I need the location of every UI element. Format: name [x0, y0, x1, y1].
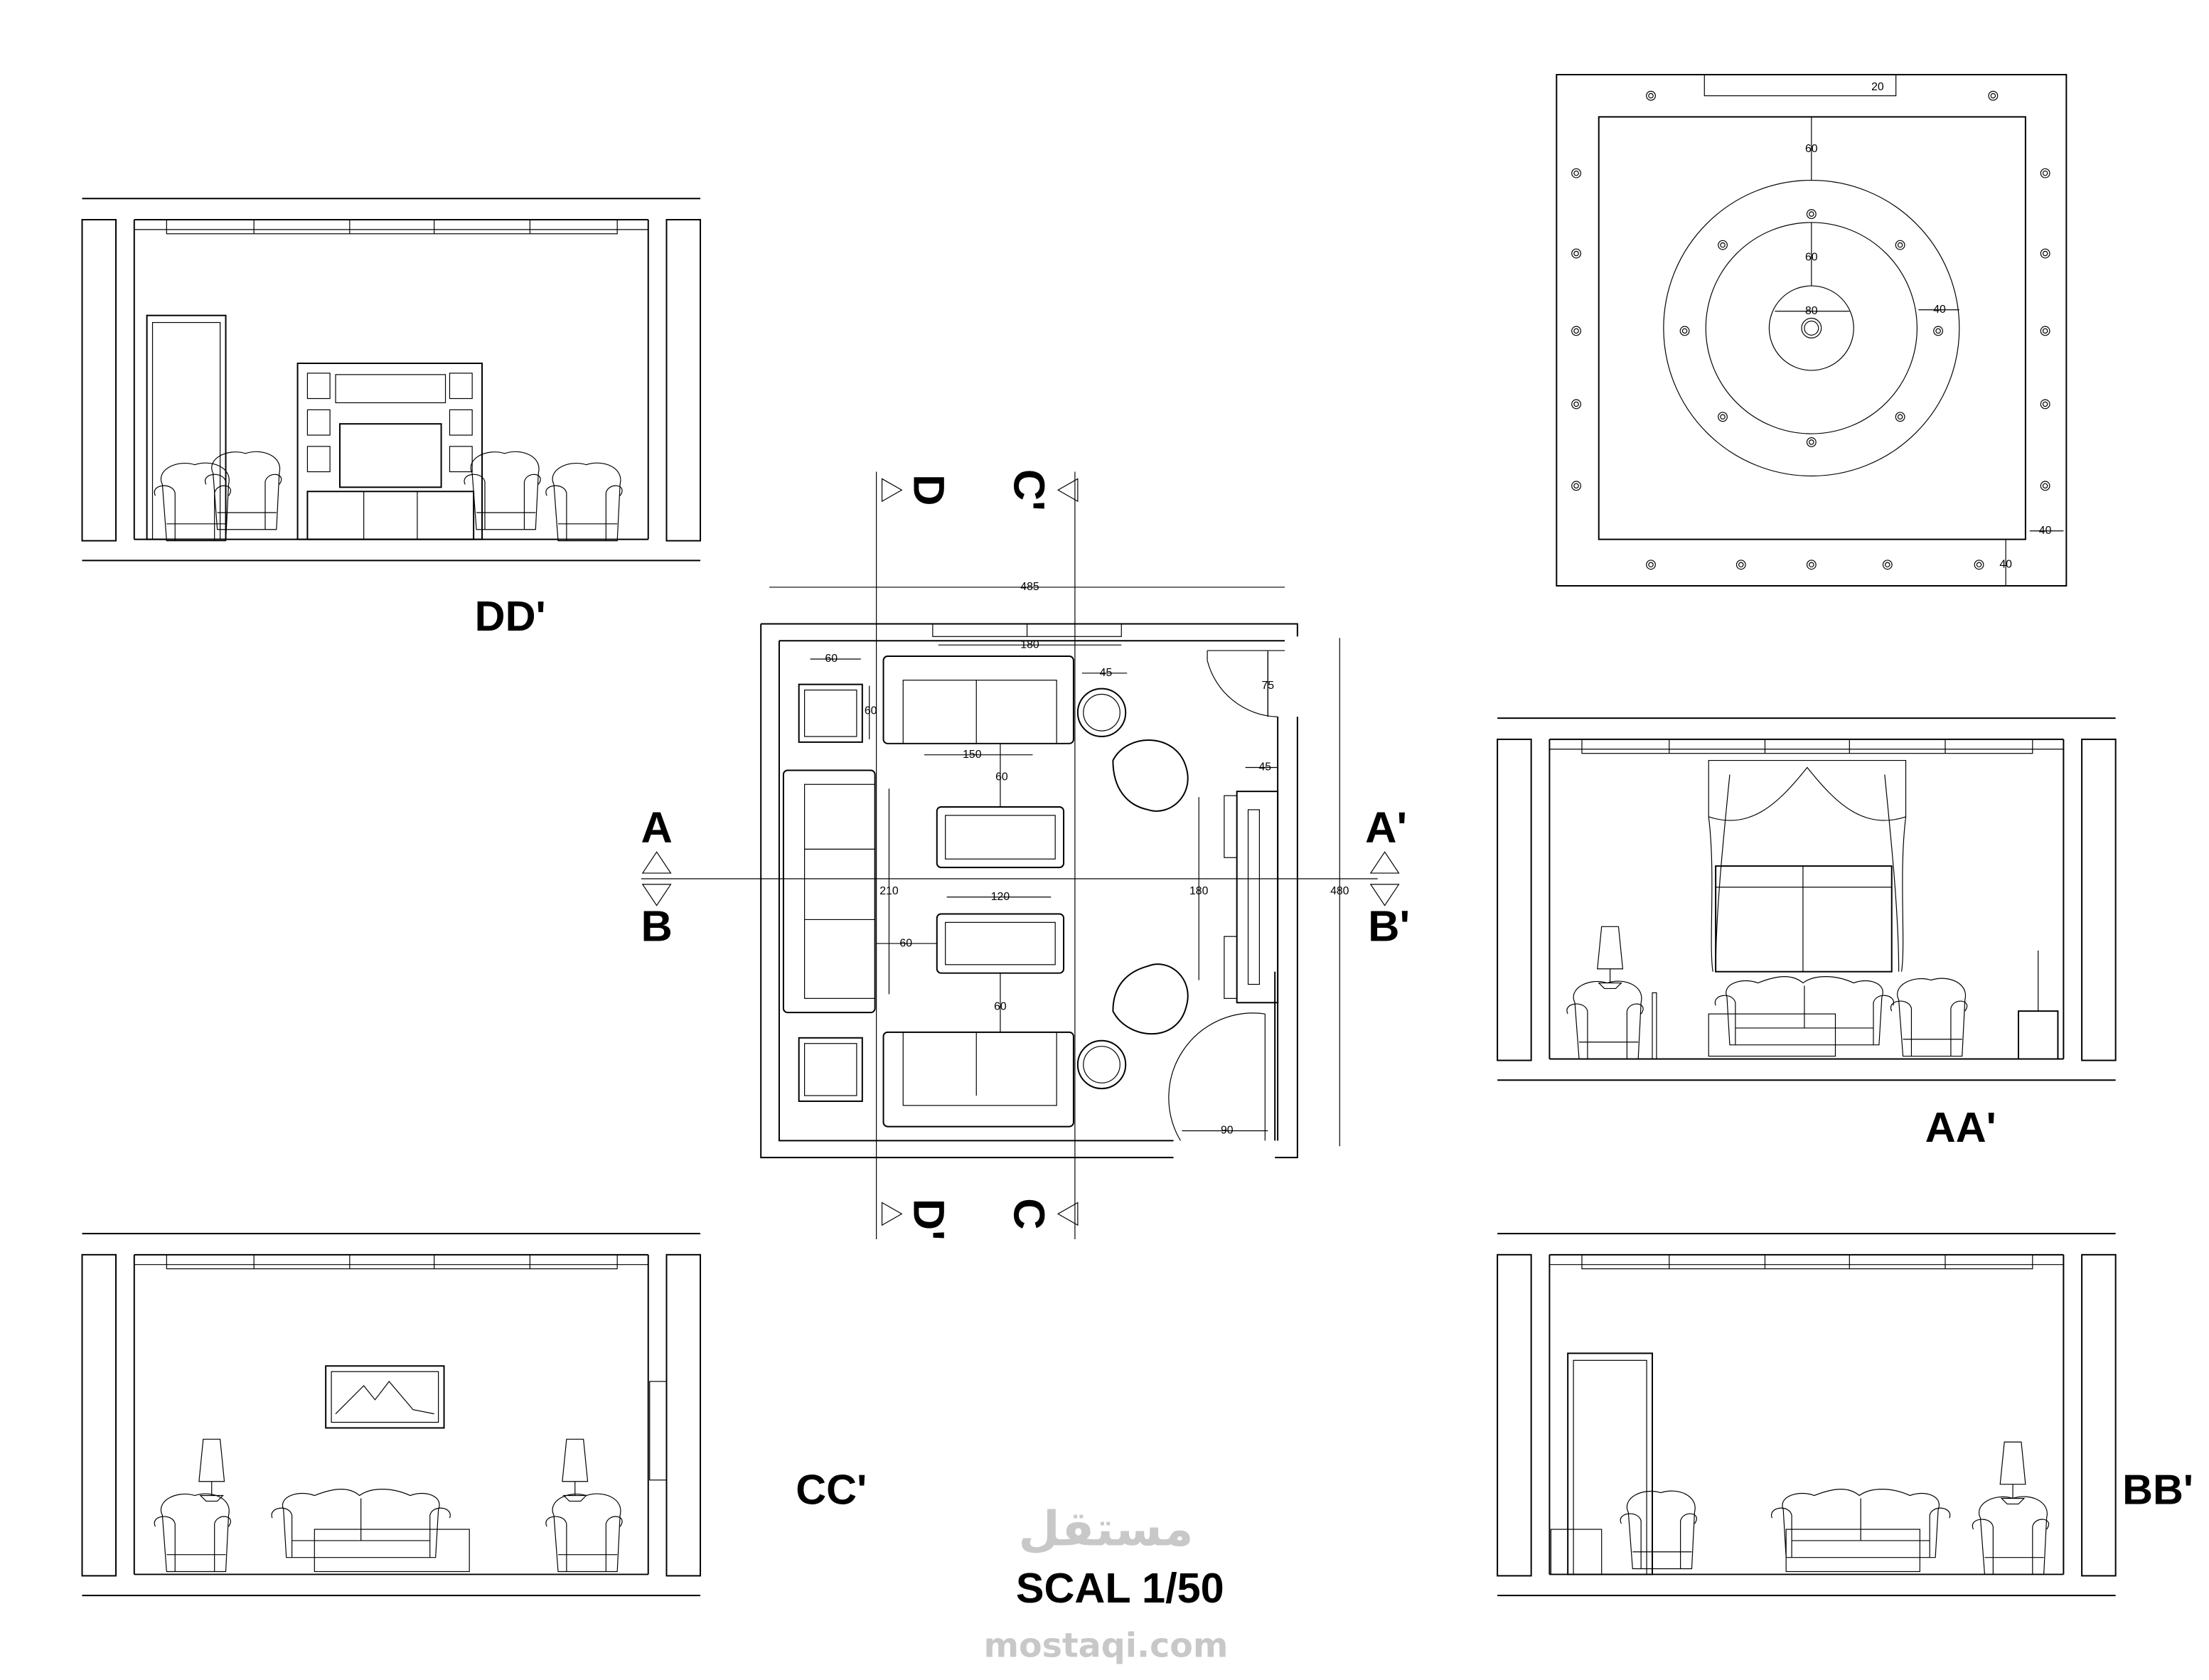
dim-tv-wall: 180: [1189, 885, 1209, 897]
ceiling-center-dome: [1768, 285, 1854, 371]
plan-walls: [760, 623, 1298, 1159]
tv-screen: [338, 423, 442, 488]
dim-overall-width: 485: [1020, 581, 1039, 593]
dim-window: 180: [1020, 638, 1039, 651]
ceiling-lights: [1571, 90, 2050, 570]
ceiling-dim-border-right: 40: [2039, 525, 2052, 537]
elevation-cc: [81, 1233, 702, 1597]
scale-label: SCAL 1/50: [1016, 1564, 1224, 1612]
window: [1715, 865, 1893, 973]
dim-door-top: 75: [1261, 680, 1274, 692]
marker-c-bottom: C: [1004, 1198, 1053, 1229]
marker-c-prime-top: C': [1004, 469, 1053, 511]
ceiling-dim-inner: 60: [1805, 252, 1818, 264]
ceiling-dim-center: 80: [1805, 305, 1818, 317]
ceiling-dim-outer: 60: [1805, 143, 1818, 155]
dim-coffee-table: 120: [991, 891, 1010, 903]
dim-side-table: 60: [825, 653, 838, 665]
ceiling-dim-border-bottom: 40: [1999, 558, 2012, 570]
section-markers: D C' D' C A B A' B': [641, 469, 1410, 1241]
side-table-bottom: [798, 1037, 863, 1102]
tv-stand: [2017, 1010, 2059, 1060]
dim-sofa-top: 150: [963, 749, 982, 761]
elevation-aa: [1497, 717, 2117, 1081]
ceiling-dim-curtain: 20: [1871, 81, 1884, 93]
watermark-arabic: مستقل: [1018, 1501, 1193, 1557]
dim-gap-left: 60: [899, 937, 912, 949]
marker-b-prime: B': [1368, 901, 1410, 951]
chandelier-icon: [1801, 318, 1822, 338]
sofa-left: [782, 769, 876, 1014]
armchair-bottom: [1112, 963, 1189, 1035]
dim-round-table: 45: [1100, 667, 1113, 679]
door: [1567, 1352, 1653, 1575]
dim-door-bottom: 90: [1221, 1125, 1234, 1137]
marker-d-top: D: [904, 474, 953, 505]
dim-side-table-depth: 60: [865, 705, 877, 717]
tv-unit: [1236, 791, 1279, 1004]
sofa-bottom: [882, 1031, 1074, 1128]
elevation-dd: [81, 198, 702, 562]
plan-dimension-lines: [769, 587, 1340, 1147]
marker-a: A: [641, 803, 672, 852]
plan-dimension-labels: 485 180 60 60 45 75 150 60 45 210 180 48…: [825, 581, 1349, 1137]
armchair-top: [1112, 739, 1189, 812]
tv-wall-unit: [296, 363, 483, 540]
elevation-label-dd: DD': [475, 592, 546, 640]
elevation-label-aa: AA': [1925, 1103, 1996, 1151]
section-lines: [641, 471, 1378, 1240]
floor-plan: 485 180 60 60 45 75 150 60 45 210 180 48…: [641, 469, 1410, 1241]
curtain: [1708, 759, 1907, 821]
ceiling-plan: 20 60 60 80 40 40 40: [1556, 73, 2068, 587]
coffee-table-1: [936, 806, 1065, 869]
ceiling-dim-ring: 40: [1933, 304, 1946, 316]
dim-gap-bottom: 60: [994, 1000, 1007, 1012]
side-table-top: [798, 683, 863, 743]
dim-overall-depth: 480: [1330, 885, 1349, 897]
elevation-bb: [1497, 1233, 2117, 1597]
dim-left-sofa: 210: [879, 885, 899, 897]
marker-d-prime-bottom: D': [904, 1199, 953, 1241]
elevation-label-cc: CC': [796, 1465, 867, 1513]
elevation-label-bb: BB': [2122, 1465, 2193, 1513]
dim-tv-offset: 45: [1258, 761, 1271, 774]
wall-painting: [325, 1365, 445, 1429]
watermark-latin: mostaqi.com: [984, 1626, 1229, 1665]
marker-a-prime: A': [1365, 803, 1407, 852]
dim-gap-top: 60: [995, 771, 1008, 783]
door: [146, 314, 227, 540]
sofa-top: [882, 656, 1074, 744]
marker-b: B: [641, 901, 672, 951]
tv-cabinet: [306, 491, 475, 540]
round-table-top: [1076, 687, 1127, 737]
round-table-bottom: [1076, 1039, 1127, 1090]
